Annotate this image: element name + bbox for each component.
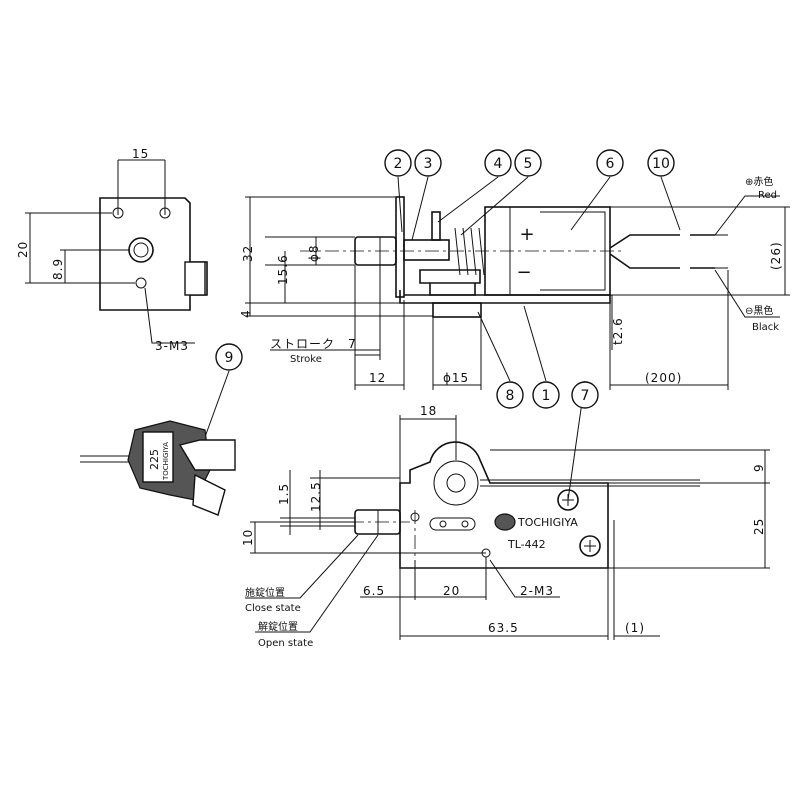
dim-63-5: 63.5	[488, 621, 519, 635]
dim-18: 18	[420, 404, 437, 418]
dim-15-6: 15.6	[276, 254, 290, 285]
callout-10: 10	[647, 149, 675, 177]
plus-terminal: +	[519, 224, 534, 245]
callout-9: 9	[215, 343, 243, 371]
svg-text:9: 9	[225, 350, 234, 366]
dim-25: 25	[752, 518, 766, 535]
key-number: 225	[148, 449, 161, 470]
callout-2: 2	[384, 149, 412, 177]
close-state-jp: 施錠位置	[245, 586, 285, 599]
mount-hole	[135, 277, 147, 289]
callout-6: 6	[596, 149, 624, 177]
stroke-label-en: Stroke	[290, 354, 322, 365]
close-state-en: Close state	[245, 603, 301, 614]
dim-phi8: ϕ8	[307, 244, 321, 262]
black-wire-label-en: Black	[752, 322, 779, 333]
dim-20: 20	[443, 584, 460, 598]
callout-7: 7	[571, 381, 599, 409]
dim-12-5: 12.5	[309, 481, 323, 512]
dim-phi15: ϕ15	[443, 371, 469, 385]
callout-8: 8	[496, 381, 524, 409]
front-view: TOCHIGIYA TL-442 18 9 25 1.5 12.5 10 6.5…	[241, 404, 770, 649]
callout-1: 1	[532, 381, 560, 409]
dim-4: 4	[239, 309, 253, 318]
key-brand: TOCHIGIYA	[162, 442, 170, 481]
svg-text:6: 6	[606, 156, 615, 172]
red-wire-label-jp: ⊕赤色	[745, 175, 773, 188]
dim-26: (26)	[769, 241, 783, 270]
black-wire-label-jp: ⊖黒色	[745, 304, 773, 317]
brand-label: TOCHIGIYA	[517, 516, 578, 529]
dim-10: 10	[241, 529, 255, 546]
dim-9: 9	[752, 463, 766, 472]
holes-label: 3-M3	[155, 339, 189, 353]
holes-label-front: 2-M3	[520, 584, 554, 598]
minus-terminal: −	[516, 262, 531, 283]
callout-3: 3	[414, 149, 442, 177]
stroke-label-jp: ストローク 7	[270, 337, 357, 351]
left-end-view: 15 20 8.9 3-M3	[16, 147, 208, 353]
part-callouts: 2 3 4 5 6 10 8 1 7 9	[204, 149, 681, 501]
phillips-screw	[579, 535, 601, 557]
svg-text:4: 4	[494, 156, 503, 172]
open-state-en: Open state	[258, 638, 313, 649]
dim-width: 15	[132, 147, 149, 161]
open-state-jp: 解錠位置	[258, 620, 298, 633]
svg-text:3: 3	[424, 156, 433, 172]
key: 225 TOCHIGIYA	[80, 420, 236, 516]
svg-text:8: 8	[506, 388, 515, 404]
callout-5: 5	[514, 149, 542, 177]
model-label: TL-442	[507, 538, 546, 551]
svg-text:2: 2	[394, 156, 403, 172]
dim-1: (1)	[625, 621, 645, 635]
svg-text:5: 5	[524, 156, 533, 172]
dim-1-5: 1.5	[277, 483, 291, 505]
dim-t2-6: t2.6	[611, 317, 625, 345]
red-wire-label-en: Red	[758, 190, 777, 201]
dim-6-5: 6.5	[363, 584, 385, 598]
svg-text:7: 7	[581, 388, 590, 404]
svg-text:1: 1	[542, 388, 551, 404]
callout-4: 4	[484, 149, 512, 177]
dim-hole: 8.9	[51, 258, 65, 280]
phillips-screw	[557, 489, 579, 511]
side-section-view: + − 32 15.6 ϕ8 4 ストローク 7 Stroke 12 ϕ15 (…	[239, 175, 790, 390]
dim-32: 32	[241, 245, 255, 262]
tochigiya-logo	[494, 513, 516, 531]
svg-text:10: 10	[652, 156, 670, 172]
dim-200: (200)	[645, 371, 682, 385]
dim-height: 20	[16, 241, 30, 258]
dim-12: 12	[369, 371, 386, 385]
